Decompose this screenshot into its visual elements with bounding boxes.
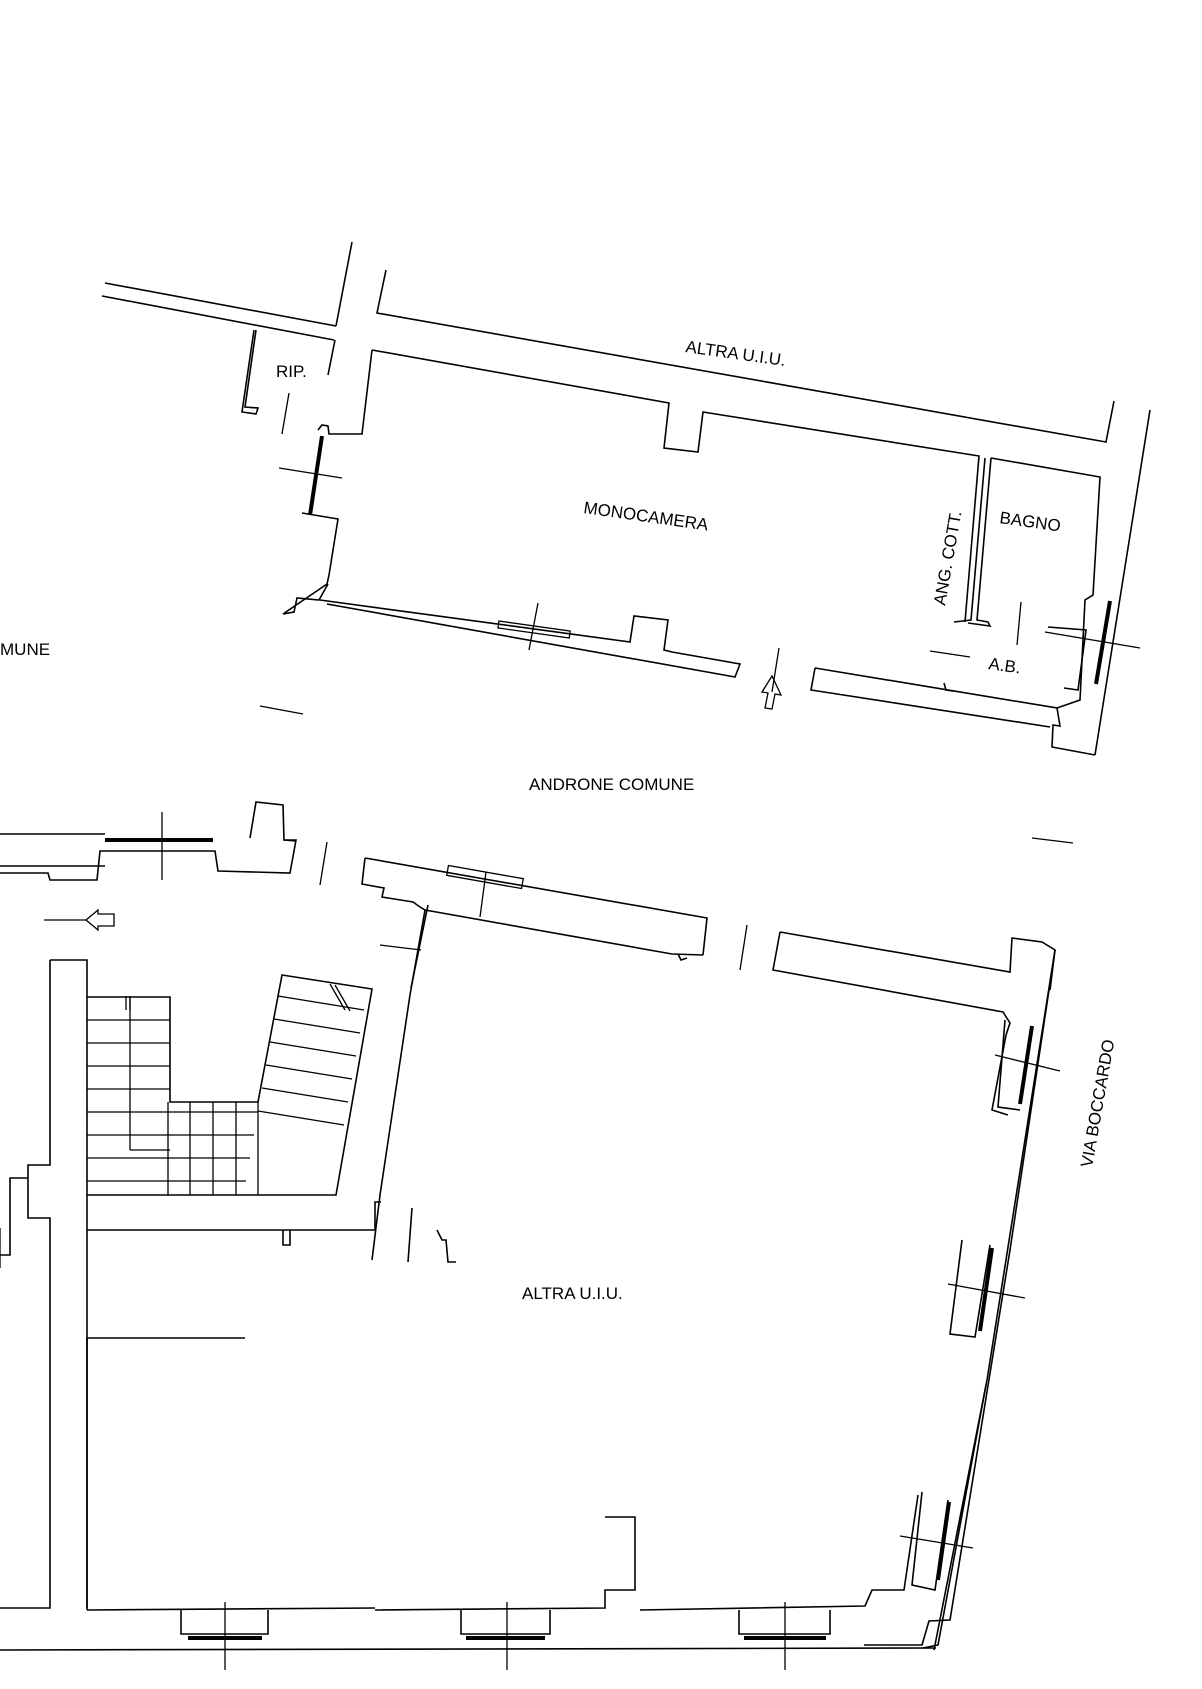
lower-unit-walls — [0, 857, 1056, 1651]
label-angolo-cottura: ANG. COTT. — [930, 509, 965, 606]
label-via-boccardo: VIA BOCCARDO — [1077, 1038, 1118, 1169]
exit-arrow-icon — [84, 908, 115, 932]
lower-windows — [180, 1019, 1061, 1670]
upper-unit-walls — [101, 241, 1151, 756]
androne-marks — [259, 705, 1074, 886]
upper-windows — [278, 435, 1141, 685]
label-monocamera: MONOCAMERA — [582, 498, 710, 534]
lower-left-window — [105, 812, 213, 880]
label-antibagno: A.B. — [987, 654, 1021, 677]
lower-left-walls — [0, 801, 381, 1609]
label-altra-uiu-bottom: ALTRA U.I.U. — [522, 1284, 623, 1303]
entrance-arrow-icon — [760, 674, 783, 710]
label-androne-comune: ANDRONE COMUNE — [529, 775, 694, 794]
label-altra-uiu-top: ALTRA U.I.U. — [684, 337, 786, 370]
label-ripostiglio: RIP. — [276, 362, 307, 381]
label-androne-partial: MUNE — [0, 640, 50, 659]
label-bagno: BAGNO — [998, 508, 1061, 535]
